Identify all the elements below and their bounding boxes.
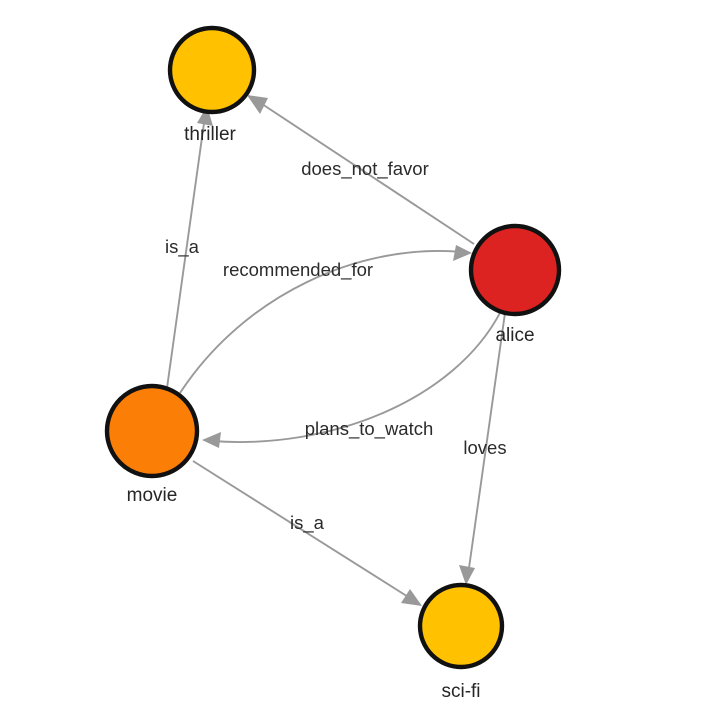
node-label-sci-fi: sci-fi xyxy=(441,681,480,702)
arrowhead-loves xyxy=(459,565,475,585)
node-label-layer: thriller alice movie sci-fi xyxy=(127,124,535,702)
arrowhead-does-not-favor xyxy=(247,95,268,114)
edge-label-loves: loves xyxy=(463,437,506,458)
edge-movie-scifi[interactable] xyxy=(192,460,422,606)
edge-label-is-a-scifi: is_a xyxy=(290,512,325,534)
edge-movie-alice[interactable] xyxy=(179,245,472,394)
edge-path-loves xyxy=(467,312,506,576)
edge-path-recommended-for xyxy=(179,250,463,394)
node-label-alice: alice xyxy=(495,325,534,346)
edge-label-is-a-thriller: is_a xyxy=(165,236,200,258)
edge-path-does-not-favor xyxy=(255,99,475,245)
edge-layer xyxy=(166,95,506,606)
arrowhead-plans-to-watch xyxy=(202,432,221,448)
edge-alice-scifi[interactable] xyxy=(459,312,506,585)
edge-alice-thriller[interactable] xyxy=(247,95,475,245)
edge-path-plans-to-watch xyxy=(211,310,502,443)
arrowhead-is-a-scifi xyxy=(401,589,422,606)
edge-alice-movie[interactable] xyxy=(202,310,502,448)
edge-path-is-a-thriller xyxy=(166,115,206,389)
node-label-movie: movie xyxy=(127,485,178,506)
edge-label-does-not-favor: does_not_favor xyxy=(301,158,429,180)
arrowhead-recommended-for xyxy=(453,245,472,261)
edge-movie-thriller[interactable] xyxy=(166,106,213,389)
node-thriller[interactable] xyxy=(167,25,257,115)
node-alice[interactable] xyxy=(468,223,562,317)
arrowhead-is-a-thriller xyxy=(197,106,213,126)
edge-path-is-a-scifi xyxy=(192,460,414,601)
node-sci-fi[interactable] xyxy=(417,582,505,670)
node-layer xyxy=(104,25,562,670)
edge-label-layer: does_not_favor is_a recommended_for plan… xyxy=(165,158,507,534)
node-movie[interactable] xyxy=(104,383,200,479)
edge-label-plans-to-watch: plans_to_watch xyxy=(305,418,434,440)
node-label-thriller: thriller xyxy=(184,124,236,145)
edge-label-recommended-for: recommended_for xyxy=(223,259,373,281)
